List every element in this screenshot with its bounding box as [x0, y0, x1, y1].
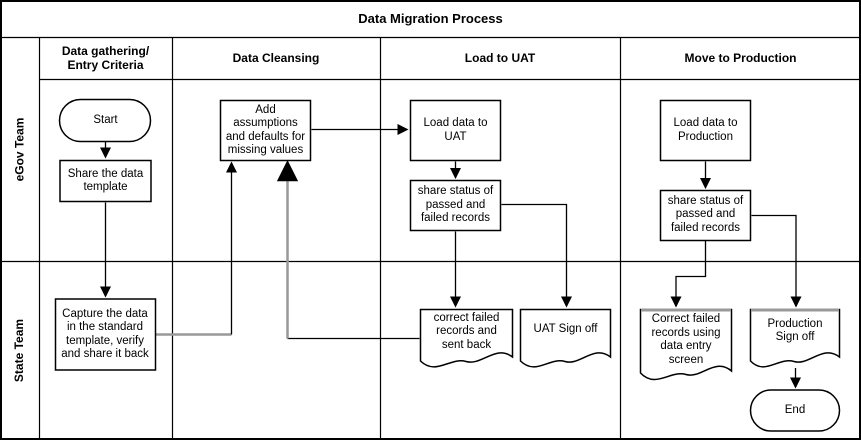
node-load-prod-shape — [659, 99, 752, 162]
node-end-shape — [749, 389, 841, 432]
connectors — [99, 123, 802, 389]
node-load-uat-shape — [409, 99, 502, 162]
node-start-shape — [58, 98, 152, 143]
node-share-status-uat-shape — [409, 179, 502, 232]
node-shapes — [54, 98, 841, 432]
connector-share-status-to-uat-signoff — [501, 203, 573, 308]
connector-share-status-to-prod-signoff — [751, 214, 802, 308]
node-prod-signoff-shape — [749, 308, 841, 368]
connector-share-status-to-correct-failed-prod — [670, 240, 707, 308]
node-capture-data-shape — [54, 298, 157, 371]
node-share-status-prod-shape — [659, 189, 752, 242]
node-correct-failed-prod-shape — [639, 308, 733, 381]
node-add-assumptions-shape — [219, 99, 312, 162]
node-correct-failed-uat-shape — [419, 308, 514, 368]
node-uat-signoff-shape — [519, 308, 612, 368]
node-share-template-shape — [59, 159, 152, 203]
